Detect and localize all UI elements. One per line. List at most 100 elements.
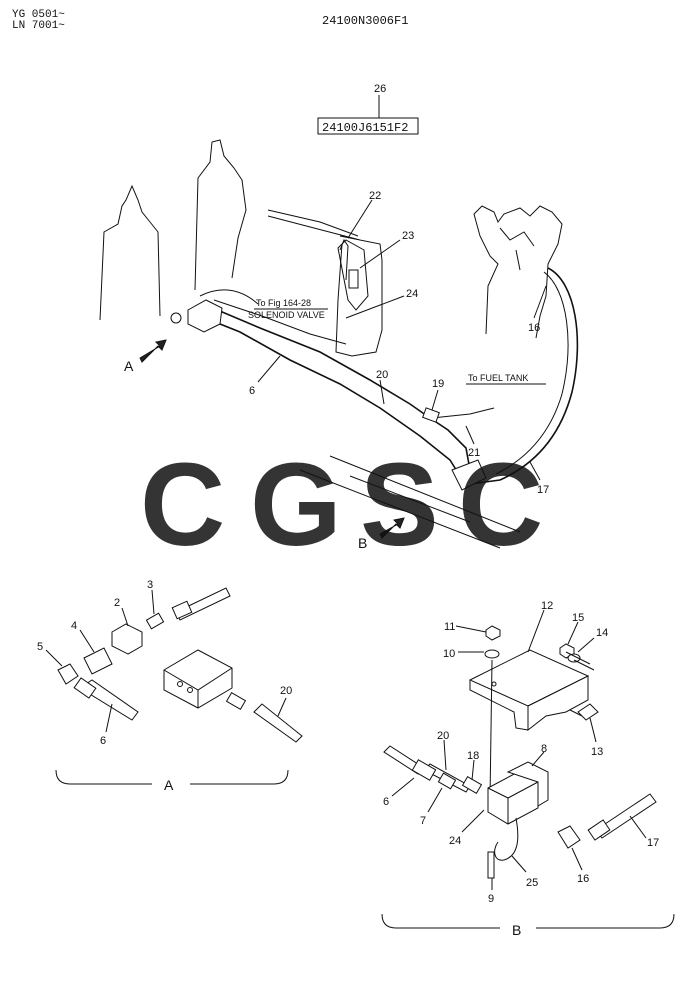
leader-b-24 (461, 809, 485, 833)
valve-port-1 (177, 681, 183, 687)
leader-b-13 (589, 717, 597, 743)
plate-12-lip (469, 680, 529, 731)
frame-lines (267, 209, 383, 357)
callout-19: 19 (432, 378, 444, 390)
hose-end-top-a (171, 600, 193, 620)
bolt-13 (577, 703, 599, 721)
fitting-22-line (339, 238, 349, 281)
tee-19 (422, 407, 440, 423)
callout-16: 16 (528, 322, 540, 334)
hose-21 (429, 417, 471, 471)
callout-b-16: 16 (577, 873, 589, 885)
leader-b-18 (471, 759, 475, 781)
leader-a-5 (45, 649, 63, 667)
bracket-b (381, 913, 675, 929)
elbow-fitting (170, 312, 182, 324)
elbow-5 (57, 663, 79, 685)
hose-end-6-b (411, 759, 437, 781)
note-valve: SOLENOID VALVE (248, 310, 325, 320)
note-tank: To FUEL TANK (468, 373, 528, 383)
callout-b-13: 13 (591, 746, 603, 758)
leader-a-2 (121, 607, 129, 627)
leader-b-16 (571, 847, 583, 871)
fitting-a (225, 691, 247, 711)
callout-20: 20 (376, 369, 388, 381)
callout-a-4: 4 (71, 620, 77, 632)
callout-24: 24 (406, 288, 418, 300)
elbow-16 (557, 825, 581, 849)
callout-26: 26 (374, 83, 386, 95)
watermark-letter-g: G (250, 439, 342, 571)
leader-b-6 (391, 777, 415, 797)
detail-label-b: B (512, 922, 521, 938)
engine-outline (473, 205, 563, 339)
detail-label-a: A (164, 777, 174, 793)
callout-b-8: 8 (541, 743, 547, 755)
hose-end-17-b (587, 819, 611, 841)
view-label-a: A (124, 358, 134, 374)
callout-b-18: 18 (467, 750, 479, 762)
callout-b-25: 25 (526, 877, 538, 889)
leader-b-12 (527, 609, 545, 653)
fitting-18 (461, 775, 483, 795)
bracket-assembly (451, 459, 487, 491)
leader-17 (529, 461, 541, 481)
leader-23 (359, 239, 401, 269)
leader-b-15 (567, 621, 579, 645)
note-fig: To Fig 164-28 (256, 298, 311, 308)
leader-b-17 (629, 815, 647, 839)
view-label-b: B (358, 535, 367, 551)
callout-b-6: 6 (383, 796, 389, 808)
main-view: 26 24100J6151F2 22 (99, 83, 579, 551)
view-arrow-b (379, 517, 405, 539)
callout-b-12: 12 (541, 600, 553, 612)
control-pedestal (337, 239, 369, 311)
hose-end-6-a (73, 677, 97, 699)
leader-b-8 (531, 751, 545, 767)
leader-16 (533, 285, 547, 319)
leader-24 (345, 295, 405, 319)
valve-port-2 (187, 687, 193, 693)
tee-2 (111, 623, 143, 655)
solenoid-valve (187, 299, 223, 333)
callout-a-5: 5 (37, 641, 43, 653)
detail-a: 2 3 4 5 6 20 A (37, 579, 303, 793)
fitting-7 (437, 772, 457, 790)
floor-lines (299, 455, 521, 549)
ref-box-label: 24100J6151F2 (322, 121, 408, 135)
washer-10 (484, 649, 500, 659)
leader-b-7 (427, 787, 443, 813)
callout-b-17: 17 (647, 837, 659, 849)
valve-8-edges (487, 781, 539, 824)
leader-a-20 (277, 697, 287, 717)
guide-line-b (489, 659, 493, 801)
leader-a-6 (105, 703, 113, 733)
leader-b-25 (511, 855, 527, 873)
hose-20 (207, 305, 431, 419)
watermark-letter-c2: C (458, 439, 543, 571)
view-arrow-a (139, 339, 167, 363)
callout-b-20: 20 (437, 730, 449, 742)
callout-22: 22 (369, 190, 381, 202)
hose-24 (213, 299, 347, 345)
callout-23: 23 (402, 230, 414, 242)
engine-detail (499, 227, 535, 271)
leader-b-20 (443, 739, 447, 771)
callout-b-11: 11 (444, 621, 455, 633)
leader-a-3 (151, 589, 155, 615)
valve-block-a (163, 649, 233, 709)
callout-b-24: 24 (449, 835, 461, 847)
hose-to-tank (431, 407, 495, 419)
callout-b-9: 9 (488, 893, 494, 905)
callout-a-20: 20 (280, 685, 292, 697)
watermark-cgsc: C G S C (140, 439, 543, 571)
callout-21: 21 (468, 447, 480, 459)
nut-11 (485, 625, 501, 641)
leader-b-14 (577, 637, 595, 653)
leader-a-4 (79, 629, 95, 653)
harness-fig (199, 289, 259, 305)
leader-6 (257, 355, 281, 383)
sleeve-4 (83, 647, 113, 675)
callout-a-3: 3 (147, 579, 153, 591)
